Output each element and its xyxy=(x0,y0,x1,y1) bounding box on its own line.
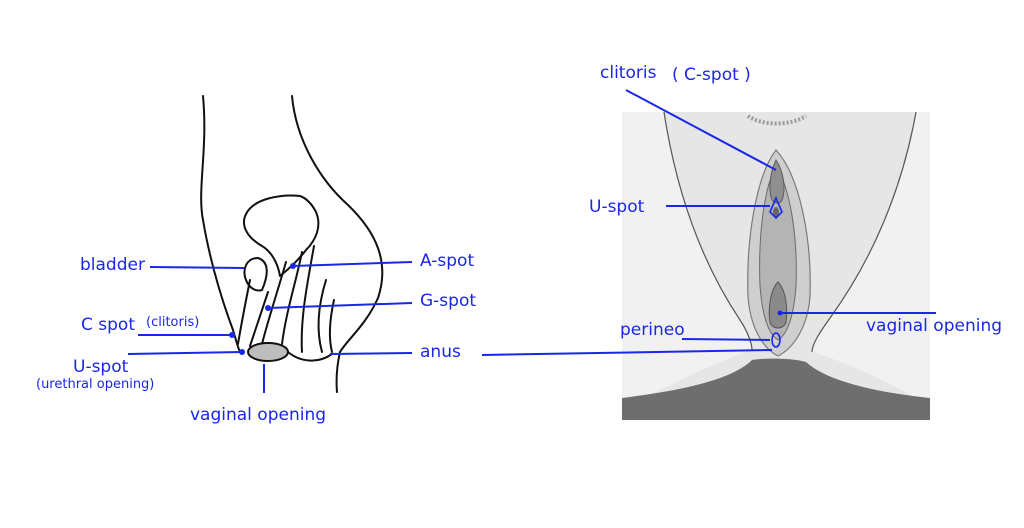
left-cross-section: bladder C spot (clitoris) U-spot (urethr… xyxy=(36,95,476,425)
label-u-spot-right: U-spot xyxy=(589,197,645,217)
label-perineo: perineo xyxy=(620,320,685,340)
urethral-mark xyxy=(773,207,779,217)
bladder-shape xyxy=(243,194,320,277)
vestibule xyxy=(768,281,788,329)
body-front-contour xyxy=(200,95,241,353)
inner-labia xyxy=(759,165,797,341)
label-clitoris-c-spot: ( C-spot ) xyxy=(672,65,751,85)
dot-vaginal-opening-right xyxy=(777,310,783,316)
right-thigh xyxy=(812,112,930,400)
leader-anus-left xyxy=(329,352,413,355)
dot-u-spot xyxy=(239,349,245,355)
body-back-contour xyxy=(291,95,384,393)
label-bladder: bladder xyxy=(80,255,145,275)
rectum-line-1 xyxy=(300,245,315,353)
left-thigh-edge xyxy=(663,111,753,351)
label-u-spot-note: (urethral opening) xyxy=(36,377,154,392)
left-thigh xyxy=(622,112,752,400)
right-frontal-view: clitoris ( C-spot ) U-spot vaginal openi… xyxy=(589,63,1002,420)
canal-line-2 xyxy=(261,261,287,345)
urethra-line xyxy=(237,279,251,345)
rectum-line-3 xyxy=(328,299,335,353)
dot-c-spot xyxy=(229,332,235,338)
label-u-spot: U-spot xyxy=(73,357,129,377)
leader-u-spot xyxy=(127,351,243,355)
leader-a-spot xyxy=(292,261,413,267)
label-clitoris: clitoris xyxy=(600,63,657,83)
right-thigh-edge xyxy=(811,111,917,353)
dot-a-spot xyxy=(290,263,296,269)
leader-perineo xyxy=(681,338,771,341)
label-vaginal-opening-right: vaginal opening xyxy=(866,316,1002,336)
perineo-marker xyxy=(771,332,781,348)
buttocks-shadow xyxy=(622,358,930,420)
rectum-line-2 xyxy=(317,279,327,353)
leader-g-spot xyxy=(267,302,413,309)
label-vaginal-opening: vaginal opening xyxy=(190,405,326,425)
hair-hint xyxy=(746,114,808,126)
leader-anus-right xyxy=(481,349,773,356)
perineum-curve xyxy=(287,351,333,362)
label-c-spot: C spot xyxy=(81,315,135,335)
canal-line-1 xyxy=(249,291,269,347)
dot-g-spot xyxy=(265,305,271,311)
canal-line-3 xyxy=(281,251,303,345)
label-anus: anus xyxy=(420,342,461,362)
label-a-spot: A-spot xyxy=(420,251,474,271)
vaginal-opening-shape xyxy=(247,342,289,362)
label-c-spot-note: (clitoris) xyxy=(146,315,199,330)
leader-bladder xyxy=(149,266,245,269)
u-spot-marker xyxy=(769,195,783,220)
small-organ xyxy=(243,257,268,292)
leader-clitoris xyxy=(625,89,777,171)
label-g-spot: G-spot xyxy=(420,291,476,311)
